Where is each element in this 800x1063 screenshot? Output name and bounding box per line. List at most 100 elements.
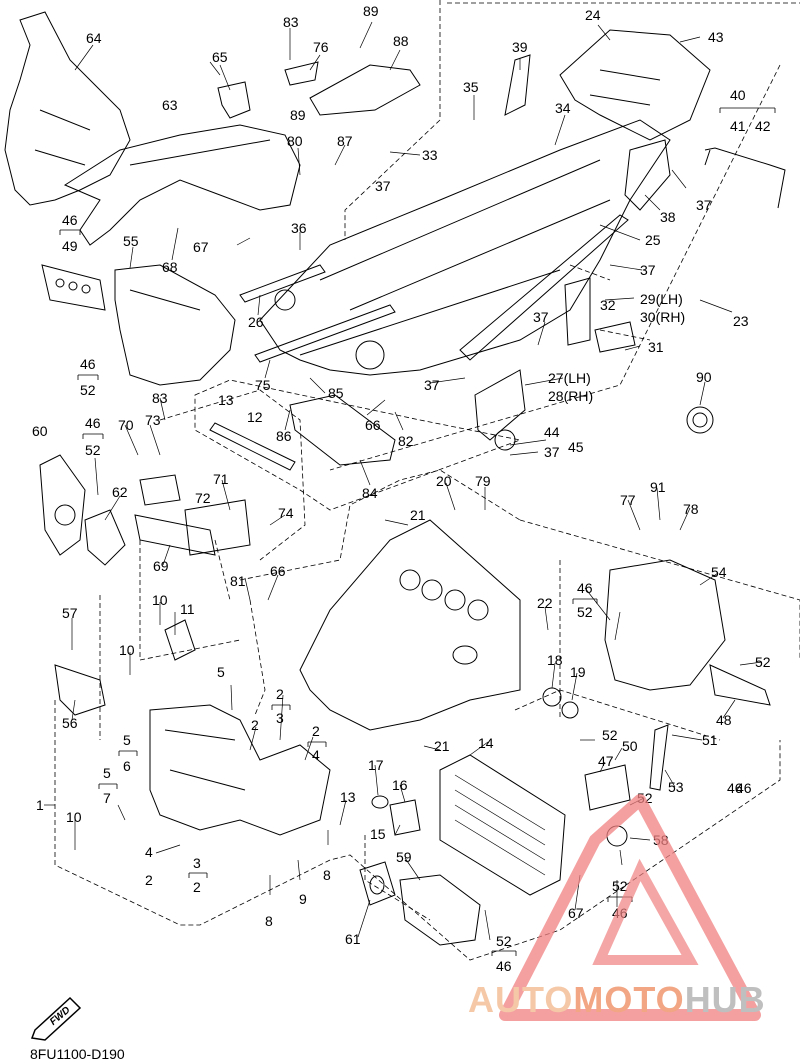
callout-66b: 66 bbox=[270, 563, 286, 579]
callout-84: 84 bbox=[362, 485, 378, 501]
callout-7: 7 bbox=[103, 790, 111, 806]
part-24-drawing bbox=[559, 29, 711, 141]
callout-16: 16 bbox=[392, 777, 408, 793]
callout-10b: 10 bbox=[119, 642, 135, 658]
watermark-text: AUTOMOTOHUB bbox=[468, 979, 766, 1020]
part-61-drawing bbox=[359, 861, 396, 906]
callout-28: 28(RH) bbox=[548, 388, 593, 404]
part-72-drawing bbox=[139, 474, 181, 506]
callout-88: 88 bbox=[393, 33, 409, 49]
part-39-drawing bbox=[504, 54, 531, 116]
callout-35: 35 bbox=[463, 79, 479, 95]
callout-10c: 10 bbox=[66, 809, 82, 825]
callout-18: 18 bbox=[547, 652, 563, 668]
part-71-drawing bbox=[184, 499, 251, 556]
callout-71: 71 bbox=[213, 471, 229, 487]
callout-72: 72 bbox=[195, 490, 211, 506]
callout-25: 25 bbox=[645, 232, 661, 248]
callout-47: 47 bbox=[598, 753, 614, 769]
callout-63: 63 bbox=[162, 97, 178, 113]
callout-33: 33 bbox=[422, 147, 438, 163]
callout-5c: 5 bbox=[103, 765, 111, 781]
callout-52c: 52 bbox=[496, 933, 512, 949]
callout-54: 54 bbox=[711, 564, 727, 580]
callout-3b: 3 bbox=[193, 855, 201, 871]
callout-52h: 52 bbox=[577, 604, 593, 620]
part-49-drawing bbox=[41, 264, 106, 311]
callout-2a: 2 bbox=[276, 686, 284, 702]
drawing-code: 8FU1100-D190 bbox=[30, 1046, 125, 1062]
callout-48: 48 bbox=[716, 712, 732, 728]
callout-65: 65 bbox=[212, 49, 228, 65]
callout-34: 34 bbox=[555, 100, 571, 116]
callout-19: 19 bbox=[570, 664, 586, 680]
callout-75: 75 bbox=[255, 377, 271, 393]
part-69-drawing bbox=[134, 514, 216, 556]
callout-52a: 52 bbox=[80, 382, 96, 398]
callout-83: 83 bbox=[283, 14, 299, 30]
callout-74: 74 bbox=[278, 505, 294, 521]
callout-45: 45 bbox=[568, 439, 584, 455]
callout-17: 17 bbox=[368, 757, 384, 773]
callout-52g: 52 bbox=[755, 654, 771, 670]
callout-37b: 37 bbox=[696, 197, 712, 213]
part-38-drawing bbox=[624, 139, 671, 211]
part-12-drawing bbox=[209, 422, 296, 471]
callout-6: 6 bbox=[123, 758, 131, 774]
callout-57: 57 bbox=[62, 605, 78, 621]
callout-37d: 37 bbox=[533, 309, 549, 325]
callout-13b: 13 bbox=[340, 789, 356, 805]
callout-69: 69 bbox=[153, 558, 169, 574]
callout-53: 53 bbox=[668, 779, 684, 795]
callout-brackets bbox=[59, 107, 776, 956]
part-drawings bbox=[4, 11, 786, 946]
callout-9: 9 bbox=[299, 891, 307, 907]
callout-42: 42 bbox=[755, 118, 771, 134]
part-76-drawing bbox=[284, 61, 319, 86]
part-90-drawing bbox=[686, 406, 714, 434]
watermark-logo-icon bbox=[499, 794, 761, 1021]
part-19-drawing bbox=[561, 701, 579, 719]
part-54-drawing bbox=[604, 559, 726, 691]
leader-lines bbox=[44, 21, 763, 941]
callout-4b: 4 bbox=[145, 844, 153, 860]
callout-81: 81 bbox=[230, 573, 246, 589]
callout-52f: 52 bbox=[602, 727, 618, 743]
part-23-drawing bbox=[259, 119, 671, 376]
callout-44: 44 bbox=[544, 424, 560, 440]
callout-79: 79 bbox=[475, 473, 491, 489]
callout-20: 20 bbox=[436, 473, 452, 489]
callout-43: 43 bbox=[708, 29, 724, 45]
callout-46c: 46 bbox=[85, 415, 101, 431]
callout-68: 68 bbox=[162, 259, 178, 275]
callout-23: 23 bbox=[733, 313, 749, 329]
callout-46a: 46 bbox=[62, 212, 78, 228]
callout-37c: 37 bbox=[640, 262, 656, 278]
callout-8b: 8 bbox=[265, 913, 273, 929]
callout-67b: 67 bbox=[568, 905, 584, 921]
callout-62: 62 bbox=[112, 484, 128, 500]
part-88-drawing bbox=[309, 64, 421, 116]
callout-labels: 64 65 83 76 89 88 24 43 39 35 63 89 34 4… bbox=[32, 3, 771, 974]
callout-56: 56 bbox=[62, 715, 78, 731]
part-32-drawing bbox=[594, 321, 636, 353]
callout-15: 15 bbox=[370, 826, 386, 842]
callout-77: 77 bbox=[620, 492, 636, 508]
part-59-drawing bbox=[399, 874, 481, 946]
callout-46f: 46 bbox=[727, 780, 743, 796]
part-64-drawing bbox=[4, 11, 131, 206]
callout-11: 11 bbox=[180, 601, 195, 617]
callout-85: 85 bbox=[328, 385, 344, 401]
callout-26: 26 bbox=[248, 314, 264, 330]
watermark-moto: MOTO bbox=[573, 979, 684, 1020]
watermark-auto: AUTO bbox=[468, 979, 573, 1020]
part-63-drawing bbox=[63, 124, 301, 246]
callout-27: 27(LH) bbox=[548, 370, 591, 386]
callout-55: 55 bbox=[123, 233, 139, 249]
callout-22: 22 bbox=[537, 595, 553, 611]
callout-2e: 2 bbox=[193, 879, 201, 895]
part-chassis-drawing bbox=[299, 519, 521, 731]
part-50-drawing bbox=[584, 764, 631, 811]
callout-32: 32 bbox=[600, 297, 616, 313]
callout-1: 1 bbox=[36, 797, 44, 813]
